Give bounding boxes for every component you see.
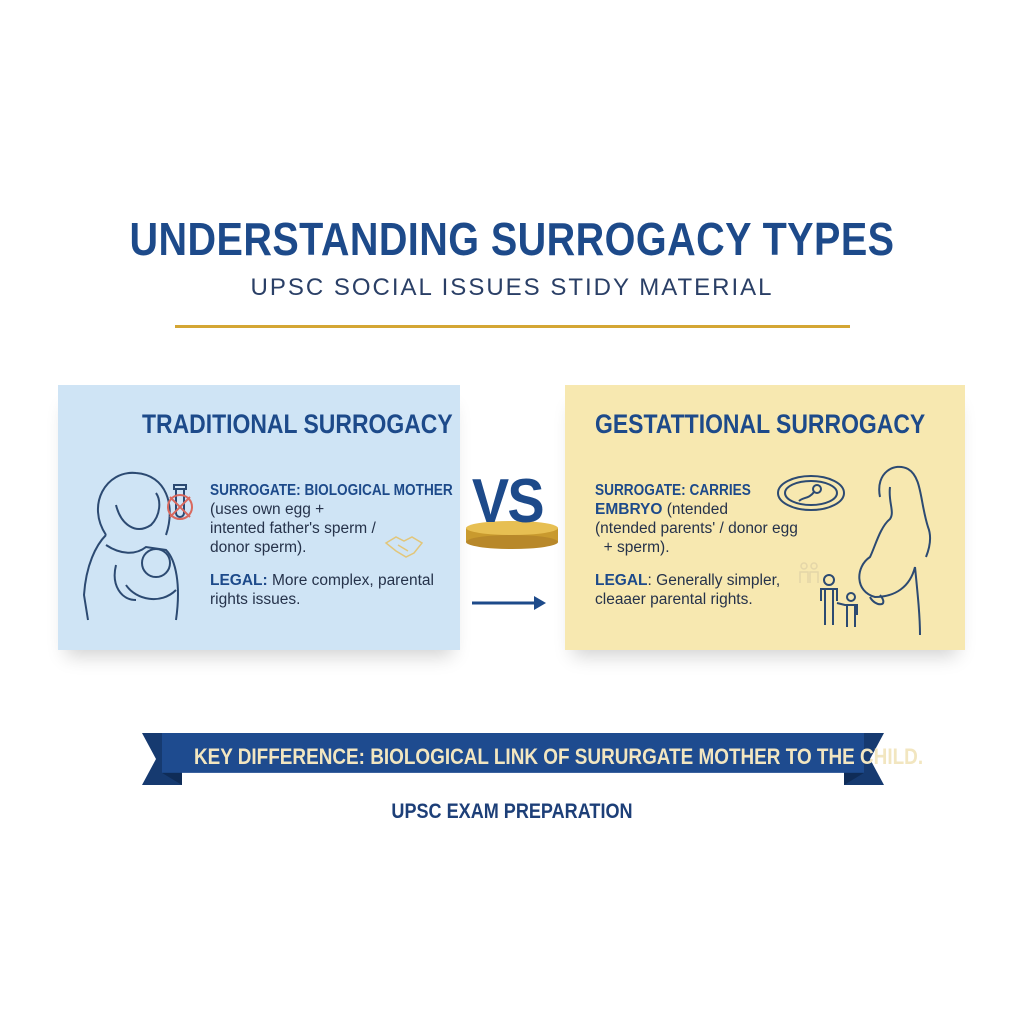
card-title: TRADITIONAL SURROGACY (142, 409, 453, 439)
mother-holding-baby-icon (82, 471, 179, 621)
card-title: GESTATTIONAL SURROGACY (595, 409, 926, 439)
key-difference-text: KEY DIFFERENCE: BIOLOGICAL LINK OF SURUR… (193, 744, 924, 769)
legal-detail: : Generally simpler, (647, 572, 781, 589)
legal-detail: More complex, parental (267, 572, 434, 589)
pregnant-woman-icon (858, 465, 932, 636)
gold-divider (175, 325, 850, 328)
traditional-surrogacy-card: TRADITIONAL SURROGACY SURROGATE: BIOLOGI… (58, 385, 460, 650)
handshake-icon (384, 536, 424, 558)
key-difference-banner (142, 733, 884, 785)
surrogate-detail-line: (uses own egg + (210, 501, 325, 518)
page-subtitle: UPSC SOCIAL ISSUES STIDY MATERIAL (250, 274, 774, 301)
surrogate-detail-line: intented father's sperm / (210, 520, 376, 537)
legal-detail-line: rights issues. (210, 591, 301, 608)
surrogate-detail-line: + sperm). (595, 539, 670, 556)
crossed-test-tube-icon (167, 484, 193, 520)
arrow-right-icon (472, 596, 546, 610)
surrogate-detail-line: (ntended parents' / donor egg (595, 520, 798, 537)
petri-dish-embryo-icon (777, 475, 845, 511)
surrogate-label: SURROGATE: BIOLOGICAL MOTHER (210, 482, 453, 499)
surrogate-detail-line: donor sperm). (210, 539, 307, 556)
gestational-surrogacy-card: GESTATTIONAL SURROGACY SURROGATE: CARRIE… (565, 385, 965, 650)
legal-label: LEGAL: (210, 572, 268, 589)
gold-pedestal-icon (466, 521, 558, 549)
legal-detail-line: cleaaer parental rights. (595, 591, 753, 608)
family-icon (799, 562, 819, 583)
surrogate-detail: (ntended (662, 501, 728, 518)
legal-label: LEGAL (595, 572, 648, 589)
parent-child-icon (820, 574, 858, 627)
surrogate-label-embryo: EMBRYO (595, 501, 663, 518)
footer-text: UPSC EXAM PREPARATION (391, 800, 633, 823)
vs-label: VS (471, 467, 545, 536)
surrogate-label: SURROGATE: CARRIES (595, 482, 751, 499)
page-title: UNDERSTANDING SURROGACY TYPES (129, 213, 895, 265)
